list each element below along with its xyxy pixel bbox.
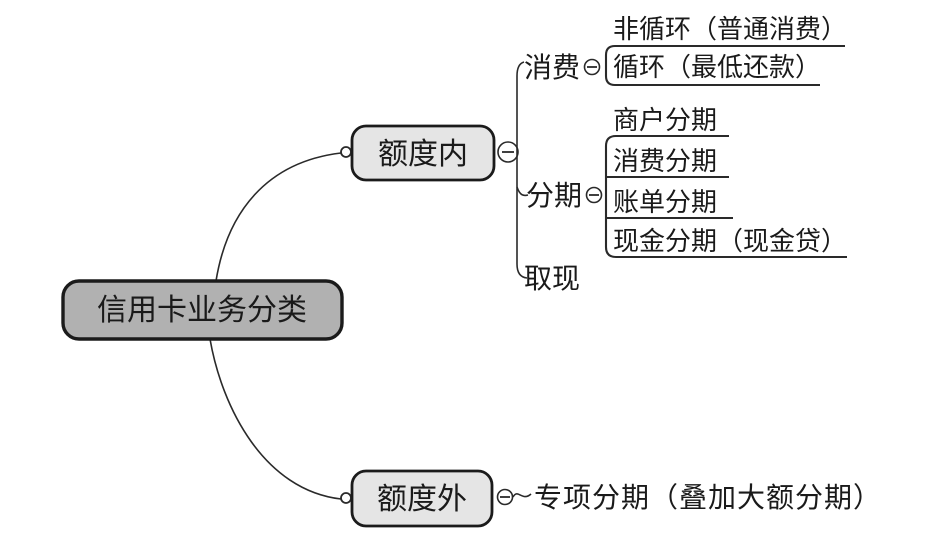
within-limit-box[interactable] — [350, 124, 496, 182]
consume-label: 消费 — [524, 52, 580, 84]
leaf-merchant-installment-label: 商户分期 — [613, 106, 717, 135]
leaf-consumption-installment-label: 消费分期 — [613, 147, 717, 176]
node-root[interactable]: 信用卡业务分类 — [61, 279, 344, 341]
collapse-minus-icon[interactable] — [497, 141, 519, 163]
edge-root-to-outside-limit — [209, 338, 342, 500]
bracket-installment-children — [604, 134, 847, 259]
collapse-minus-icon[interactable] — [585, 186, 603, 204]
special-installment-label: 专项分期（叠加大额分期） — [534, 482, 882, 514]
leaf-revolving-label: 循环（最低还款） — [613, 53, 821, 82]
leaf-bill-installment-label: 账单分期 — [613, 188, 717, 217]
collapse-minus-icon[interactable] — [583, 58, 601, 76]
root-box[interactable] — [61, 279, 344, 341]
outside-limit-box[interactable] — [350, 469, 494, 528]
within-limit-label: 额度内 — [378, 138, 468, 171]
outside-limit-label: 额度外 — [377, 483, 467, 516]
installment-label: 分期 — [526, 181, 582, 212]
connector-dot — [340, 492, 352, 504]
edge-trunk-to-installment — [516, 186, 529, 197]
node-outside-limit[interactable]: 额度外 — [350, 469, 494, 528]
collapse-minus-icon[interactable] — [496, 488, 514, 506]
leaf-cash-installment-label: 现金分期（现金贷） — [613, 227, 847, 256]
root-label: 信用卡业务分类 — [97, 294, 307, 327]
bracket-consume-children — [604, 44, 845, 87]
edge-outside-limit-to-special — [512, 493, 532, 498]
node-within-limit[interactable]: 额度内 — [350, 124, 496, 182]
cash-withdrawal-label: 取现 — [524, 264, 580, 295]
leaf-nonrevolving-label: 非循环（普通消费） — [613, 15, 847, 44]
edge-within-limit-trunk — [516, 61, 528, 279]
edge-root-to-within-limit — [215, 152, 342, 282]
connector-dot — [340, 146, 352, 158]
